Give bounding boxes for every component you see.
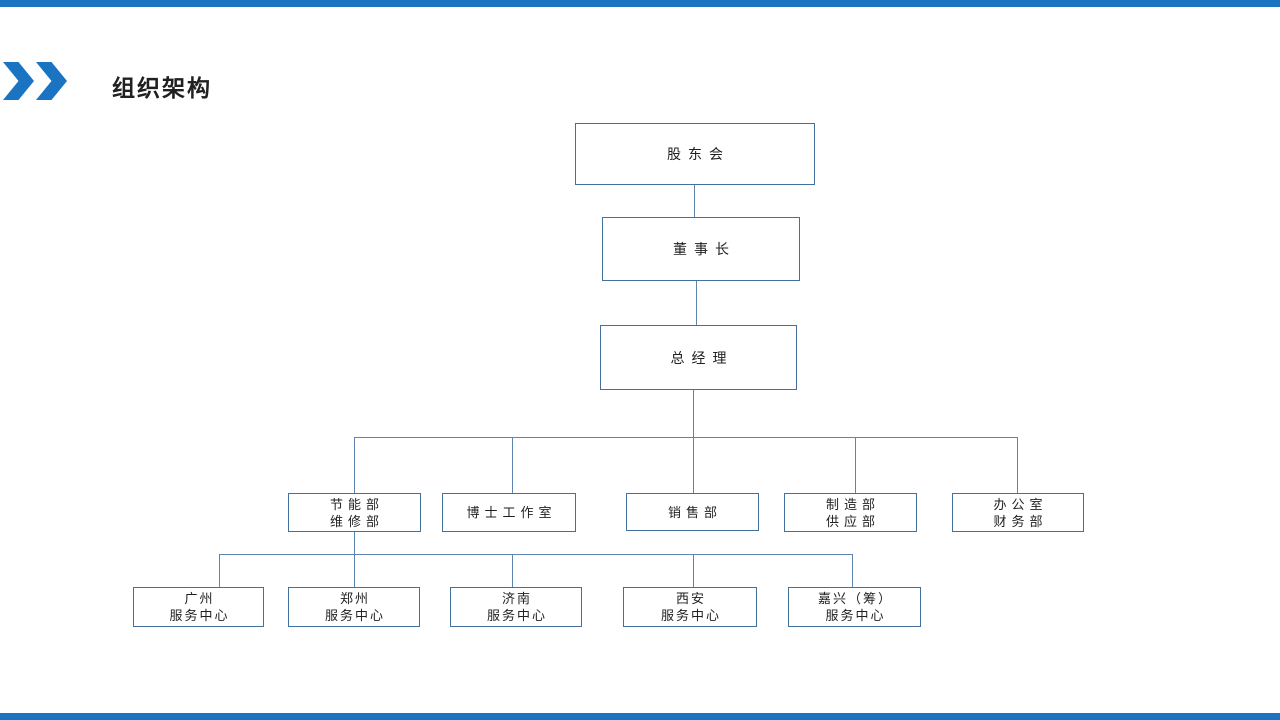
org-node-label: 服务中心 [825, 608, 886, 623]
bottom-accent-bar [0, 713, 1280, 720]
org-node-label: 济南 [501, 591, 532, 606]
org-node-jinan-service-center: 济南 服务中心 [450, 587, 582, 627]
org-node-label: 服务中心 [660, 608, 721, 623]
connector-drop-jiaxing [852, 554, 854, 587]
org-node-manufacturing-supply-dept: 制造部 供应部 [784, 493, 917, 532]
org-node-xian-service-center: 西安 服务中心 [623, 587, 757, 627]
org-node-sales-dept: 销售部 [626, 493, 759, 531]
connector-drop-energy [354, 437, 356, 493]
org-node-chairman: 董事长 [602, 217, 800, 281]
connector-drop-xian [693, 554, 695, 587]
org-node-energy-maintenance-dept: 节能部 维修部 [288, 493, 421, 532]
connector-drop-jinan [512, 554, 514, 587]
connector-drop-doctor-studio [512, 437, 514, 493]
org-node-label: 制造部 [825, 496, 880, 512]
org-node-label: 股东会 [667, 146, 730, 162]
org-node-shareholders-meeting: 股东会 [575, 123, 815, 185]
connector-chairman-gm [696, 281, 698, 325]
connector-energy-servicebus [354, 532, 356, 587]
chevron-right-icon [3, 62, 34, 100]
org-node-jiaxing-service-center: 嘉兴（筹） 服务中心 [788, 587, 921, 627]
org-node-label: 办公室 [993, 496, 1048, 512]
org-node-label: 广州 [184, 591, 215, 606]
org-node-label: 维修部 [329, 513, 384, 529]
org-node-zhengzhou-service-center: 郑州 服务中心 [288, 587, 420, 627]
org-node-label: 供应部 [825, 513, 880, 529]
chevron-right-icon [36, 62, 67, 100]
connector-service-bus [219, 554, 852, 556]
org-node-label: 服务中心 [169, 608, 230, 623]
org-node-label: 服务中心 [324, 608, 385, 623]
connector-drop-manufacturing [855, 437, 857, 493]
org-node-label: 郑州 [339, 591, 370, 606]
connector-drop-guangzhou [219, 554, 221, 587]
connector-dept-bus [354, 437, 1017, 439]
org-node-label: 财务部 [993, 513, 1048, 529]
org-node-label: 博士工作室 [466, 505, 557, 520]
org-node-guangzhou-service-center: 广州 服务中心 [133, 587, 264, 627]
org-node-label: 董事长 [673, 241, 736, 257]
org-node-label: 服务中心 [486, 608, 547, 623]
org-node-office-finance-dept: 办公室 财务部 [952, 493, 1084, 532]
top-accent-bar [0, 0, 1280, 7]
connector-gm-sales [693, 390, 695, 493]
org-node-general-manager: 总经理 [600, 325, 797, 390]
page-title: 组织架构 [112, 75, 212, 101]
connector-shareholders-chairman [694, 185, 696, 217]
org-node-label: 总经理 [670, 349, 734, 366]
org-node-label: 嘉兴（筹） [817, 591, 893, 606]
org-node-doctor-studio: 博士工作室 [442, 493, 576, 532]
connector-drop-office [1017, 437, 1019, 493]
org-node-label: 西安 [675, 591, 706, 606]
org-node-label: 节能部 [329, 496, 384, 512]
org-node-label: 销售部 [667, 504, 722, 520]
